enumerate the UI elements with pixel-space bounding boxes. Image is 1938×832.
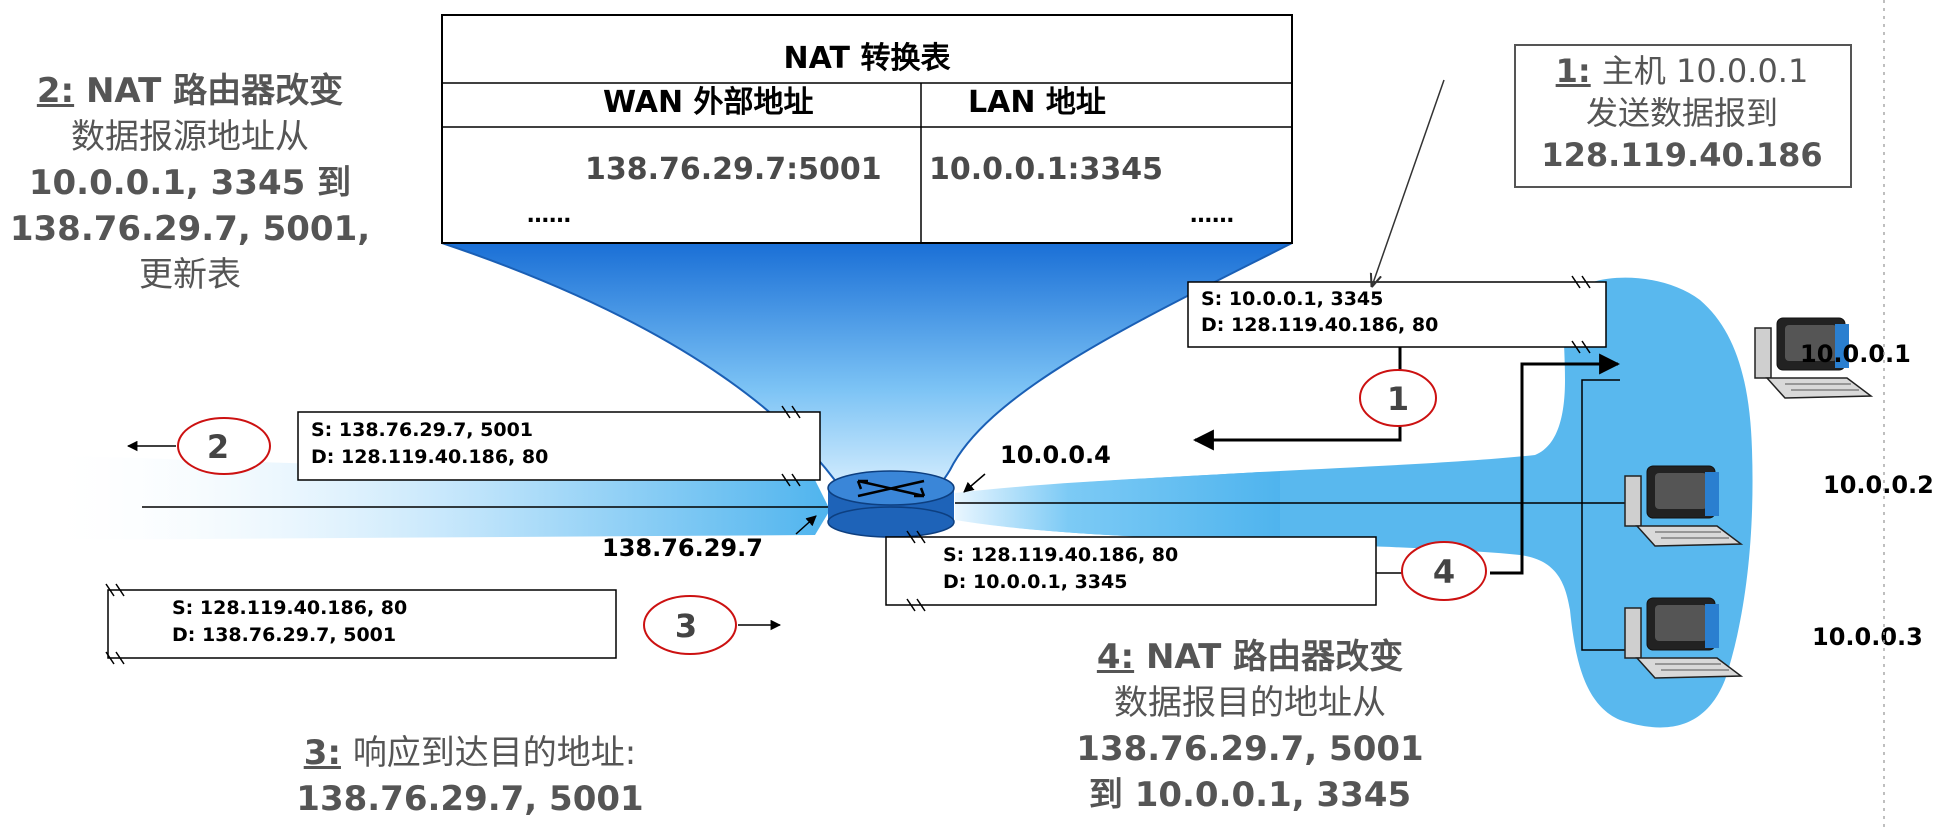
step-2-line4: 138.76.29.7, 5001, bbox=[9, 209, 371, 249]
host-computer-2 bbox=[1624, 465, 1744, 547]
packet-4-src: S: 128.119.40.186, 80 bbox=[943, 544, 1178, 566]
step-3-caption: 3: 响应到达目的地址: 138.76.29.7, 5001 bbox=[240, 730, 700, 822]
lan-bus bbox=[1581, 379, 1630, 651]
packet-1-dst: D: 128.119.40.186, 80 bbox=[1201, 314, 1438, 336]
packet-1: S: 10.0.0.1, 3345 D: 128.119.40.186, 80 bbox=[1187, 275, 1607, 354]
step-1-line2: 发送数据报到 bbox=[1585, 94, 1778, 132]
step-2-line2: 数据报源地址从 bbox=[71, 117, 309, 157]
step-1-line3: 128.119.40.186 bbox=[1541, 136, 1823, 174]
svg-text:2: 2 bbox=[207, 428, 229, 466]
packet-2-src: S: 138.76.29.7, 5001 bbox=[311, 419, 533, 441]
nat-table: NAT 转换表 WAN 外部地址 LAN 地址 138.76.29.7:5001… bbox=[441, 14, 1293, 244]
packet-4-path bbox=[1490, 353, 1621, 575]
packet-2: S: 138.76.29.7, 5001 D: 128.119.40.186, … bbox=[297, 405, 821, 487]
host-3-ip: 10.0.0.3 bbox=[1812, 623, 1923, 651]
packet-3-src: S: 128.119.40.186, 80 bbox=[172, 597, 407, 619]
step-3-line2: 138.76.29.7, 5001 bbox=[296, 779, 644, 819]
step-circle-2: 2 bbox=[177, 417, 271, 475]
step-3-num: 3: bbox=[303, 733, 341, 773]
table-ellipsis-left: …… bbox=[527, 203, 571, 228]
step-circle-3: 3 bbox=[643, 595, 737, 655]
step-2-num: 2: bbox=[36, 71, 75, 111]
step-1-num: 1: bbox=[1555, 52, 1591, 90]
step-2-line3: 10.0.0.1, 3345 到 bbox=[28, 163, 352, 203]
svg-text:1: 1 bbox=[1387, 380, 1409, 418]
step-4-line3: 138.76.29.7, 5001 bbox=[1076, 729, 1424, 769]
step-4-line4: 到 10.0.0.1, 3345 bbox=[1088, 775, 1412, 815]
table-header-lan: LAN 地址 bbox=[968, 85, 1106, 120]
svg-text:3: 3 bbox=[675, 607, 697, 645]
svg-text:4: 4 bbox=[1433, 553, 1455, 591]
step-circle-1: 1 bbox=[1359, 369, 1437, 427]
step-4-num: 4: bbox=[1096, 637, 1135, 677]
table-header-wan: WAN 外部地址 bbox=[603, 85, 814, 120]
step-4-caption: 4: NAT 路由器改变 数据报目的地址从 138.76.29.7, 5001 … bbox=[1060, 634, 1440, 818]
packet-3: S: 128.119.40.186, 80 D: 138.76.29.7, 50… bbox=[105, 583, 617, 665]
packet-4: S: 128.119.40.186, 80 D: 10.0.0.1, 3345 bbox=[885, 530, 1377, 612]
step-1-box bbox=[1514, 44, 1852, 188]
router-wan-pointer bbox=[795, 515, 817, 535]
step-4-line1: NAT 路由器改变 bbox=[1145, 637, 1404, 677]
nat-router bbox=[827, 470, 955, 538]
step-circle-4: 4 bbox=[1401, 541, 1487, 601]
table-cell-wan: 138.76.29.7:5001 bbox=[585, 152, 882, 187]
step-1-caption: 1: 主机 10.0.0.1 发送数据报到 128.119.40.186 bbox=[1514, 50, 1850, 176]
packet-2-dst: D: 128.119.40.186, 80 bbox=[311, 446, 548, 468]
step-2-line1: NAT 路由器改变 bbox=[85, 71, 344, 111]
step-2-line5: 更新表 bbox=[139, 255, 241, 295]
step-4-line2: 数据报目的地址从 bbox=[1114, 683, 1386, 723]
table-ellipsis-right: …… bbox=[1190, 203, 1234, 228]
step-3-line1: 响应到达目的地址: bbox=[352, 733, 637, 773]
table-title: NAT 转换表 bbox=[784, 41, 951, 76]
step-1-line1: 主机 10.0.0.1 bbox=[1601, 52, 1809, 90]
host-computer-1 bbox=[1754, 317, 1874, 399]
packet-1-src: S: 10.0.0.1, 3345 bbox=[1201, 288, 1383, 310]
table-cell-lan: 10.0.0.1:3345 bbox=[929, 152, 1163, 187]
packet-3-dst: D: 138.76.29.7, 5001 bbox=[172, 624, 396, 646]
router-lan-pointer bbox=[963, 473, 986, 493]
host-2-ip: 10.0.0.2 bbox=[1823, 471, 1934, 499]
lan-tail bbox=[955, 472, 1280, 545]
host-1-ip: 10.0.0.1 bbox=[1800, 340, 1911, 368]
step1-pointer bbox=[1372, 79, 1445, 286]
packet-4-dst: D: 10.0.0.1, 3345 bbox=[943, 571, 1127, 593]
router-lan-ip: 10.0.0.4 bbox=[1000, 441, 1111, 469]
host-computer-3 bbox=[1624, 597, 1744, 679]
step-2-caption: 2: NAT 路由器改变 数据报源地址从 10.0.0.1, 3345 到 13… bbox=[0, 68, 380, 298]
router-wan-ip: 138.76.29.7 bbox=[602, 534, 763, 562]
